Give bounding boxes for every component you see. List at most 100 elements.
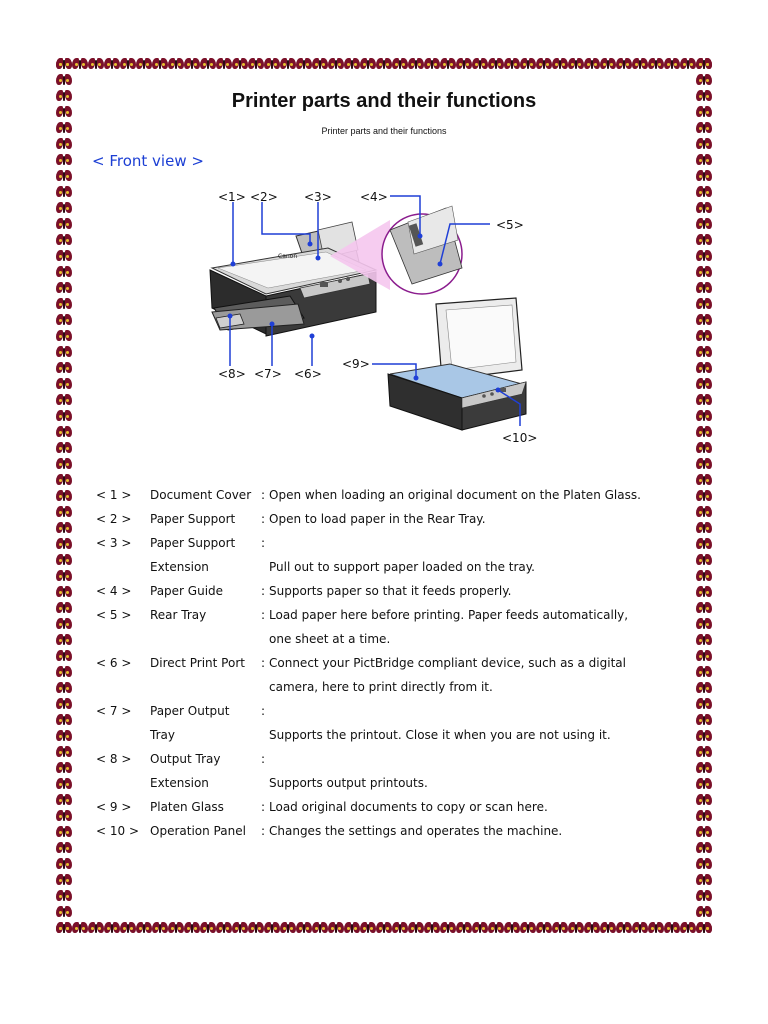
butterfly-icon <box>56 456 72 472</box>
butterfly-icon <box>696 312 712 328</box>
butterfly-icon <box>312 56 328 72</box>
butterfly-icon <box>696 728 712 744</box>
part-name: Direct Print Port <box>150 656 245 670</box>
butterfly-icon <box>136 920 152 936</box>
part-separator: : <box>261 656 266 670</box>
butterfly-icon <box>56 376 72 392</box>
part-description: Open to load paper in the Rear Tray. <box>269 512 486 526</box>
butterfly-icon <box>584 920 600 936</box>
butterfly-icon <box>56 760 72 776</box>
butterfly-icon <box>696 584 712 600</box>
butterfly-icon <box>568 56 584 72</box>
part-separator-blank <box>261 771 269 795</box>
butterfly-icon <box>696 424 712 440</box>
butterfly-icon <box>264 920 280 936</box>
butterfly-icon <box>152 920 168 936</box>
callout-lines <box>229 195 521 426</box>
butterfly-icon <box>696 632 712 648</box>
border-right <box>696 56 712 936</box>
butterfly-icon <box>56 728 72 744</box>
butterfly-icon <box>696 760 712 776</box>
border-bottom <box>56 920 712 936</box>
part-name-continued: Tray <box>150 728 175 742</box>
butterfly-icon <box>120 56 136 72</box>
butterfly-icon <box>56 104 72 120</box>
butterfly-icon <box>600 56 616 72</box>
part-description: Load original documents to copy or scan … <box>269 800 548 814</box>
butterfly-icon <box>696 248 712 264</box>
butterfly-icon <box>696 360 712 376</box>
butterfly-icon <box>56 920 72 936</box>
butterfly-icon <box>696 232 712 248</box>
part-name-continued: Extension <box>150 560 209 574</box>
callout-3: <3> <box>304 190 332 204</box>
butterfly-icon <box>200 920 216 936</box>
butterfly-icon <box>440 920 456 936</box>
butterfly-icon <box>56 312 72 328</box>
part-description: Changes the settings and operates the ma… <box>269 824 563 838</box>
butterfly-icon <box>56 824 72 840</box>
butterfly-icon <box>696 680 712 696</box>
butterfly-icon <box>56 360 72 376</box>
butterfly-icon <box>696 552 712 568</box>
page-title: Printer parts and their functions <box>231 90 537 112</box>
butterfly-icon <box>696 920 712 936</box>
butterfly-icon <box>56 296 72 312</box>
butterfly-icon <box>344 920 360 936</box>
part-separator: : <box>261 824 266 838</box>
butterfly-icon <box>104 56 120 72</box>
butterfly-icon <box>56 680 72 696</box>
part-number: < 4 > <box>96 584 132 598</box>
butterfly-icon <box>56 568 72 584</box>
callout-dots <box>227 233 501 393</box>
part-description: Connect your PictBridge compliant device… <box>269 656 626 670</box>
part-number: < 3 > <box>96 536 132 550</box>
part-name: Output Tray <box>150 752 221 766</box>
butterfly-icon <box>328 920 344 936</box>
parts-row: < 3 >Paper Support: <box>96 531 641 555</box>
butterfly-icon <box>56 72 72 88</box>
section-heading: < Front view > <box>92 152 204 170</box>
butterfly-icon <box>72 920 88 936</box>
butterfly-icon <box>696 216 712 232</box>
part-number: < 6 > <box>96 656 132 670</box>
butterfly-icon <box>56 584 72 600</box>
butterfly-icon <box>680 920 696 936</box>
butterfly-icon <box>280 56 296 72</box>
butterfly-icon <box>280 920 296 936</box>
butterfly-icon <box>696 120 712 136</box>
butterfly-icon <box>696 872 712 888</box>
border-left <box>56 56 72 936</box>
butterfly-icon <box>56 840 72 856</box>
butterfly-icon <box>56 440 72 456</box>
butterfly-icon <box>296 920 312 936</box>
printer-main-drawing: Canon <box>209 221 378 337</box>
butterfly-icon <box>56 552 72 568</box>
butterfly-icon <box>56 168 72 184</box>
butterfly-icon <box>520 56 536 72</box>
butterfly-icon <box>696 488 712 504</box>
butterfly-icon <box>680 56 696 72</box>
butterfly-icon <box>56 664 72 680</box>
butterfly-icon <box>56 712 72 728</box>
butterfly-icon <box>248 920 264 936</box>
butterfly-icon <box>168 920 184 936</box>
butterfly-icon <box>696 344 712 360</box>
callout-8: <8> <box>218 367 246 381</box>
butterfly-icon <box>472 56 488 72</box>
parts-row: < 5 >Rear Tray:Load paper here before pr… <box>96 603 641 627</box>
butterfly-icon <box>648 920 664 936</box>
butterfly-icon <box>424 920 440 936</box>
butterfly-icon <box>344 56 360 72</box>
parts-row: < 1 >Document Cover:Open when loading an… <box>96 483 641 507</box>
parts-row: < 7 >Paper Output: <box>96 699 641 723</box>
part-number: < 7 > <box>96 704 132 718</box>
part-description: Open when loading an original document o… <box>269 488 641 502</box>
parts-row: < 6 > Direct Print Port:Connect your Pict… <box>96 651 641 675</box>
part-description: one sheet at a time. <box>269 632 391 646</box>
butterfly-icon <box>56 488 72 504</box>
part-separator-blank <box>261 675 269 699</box>
butterfly-icon <box>504 56 520 72</box>
butterfly-icon <box>56 856 72 872</box>
part-separator: : <box>261 752 266 766</box>
